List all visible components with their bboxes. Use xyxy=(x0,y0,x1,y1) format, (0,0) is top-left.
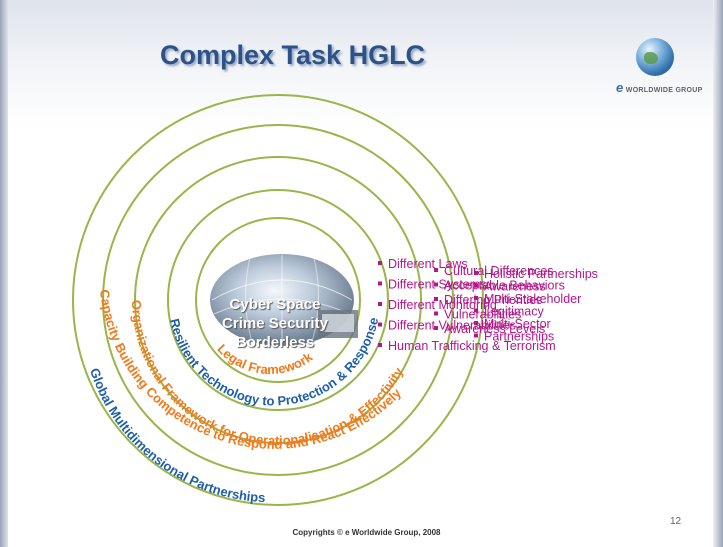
bullet-col1-bullet-marker xyxy=(378,343,382,347)
bullet-col1-item: Different Laws xyxy=(388,257,468,271)
bullet-col3-item: Legitimacy xyxy=(484,305,544,319)
ring-5 xyxy=(72,94,484,506)
ring-2 xyxy=(167,189,389,411)
globe-logo-icon xyxy=(636,38,674,76)
center-line-2: Crime Security xyxy=(222,315,328,332)
page-number: 12 xyxy=(670,516,682,527)
bullet-col2-item: Cultural Differences xyxy=(444,264,554,278)
bullet-col3-bullet-marker xyxy=(474,271,478,275)
bullet-col2-bullet-marker xyxy=(434,311,438,316)
center-text: Cyber Space Crime Security Borderless xyxy=(200,295,350,352)
bullet-col2-item: Acceptable Behaviors xyxy=(444,279,565,293)
company-logo: e WORLDWIDE GROUP xyxy=(612,38,718,95)
bullet-col2-item: Awareness Levels xyxy=(444,322,545,336)
center-line-3: Borderless xyxy=(235,334,315,351)
bullet-col3-item: Holistic Partnerships xyxy=(484,267,598,281)
bullet-col3-item: Partnerships xyxy=(484,330,554,344)
bullet-col2-bullet-marker xyxy=(434,297,438,301)
bullet-col3-item: Multi-Sector xyxy=(484,317,551,331)
bullet-col2-bullet-marker xyxy=(434,282,438,287)
bullet-col1-item: Different Vulnerabilities xyxy=(388,319,516,333)
bullet-col1-bullet-marker xyxy=(378,302,382,306)
globe-image xyxy=(210,254,358,346)
bullet-col1-bullet-marker xyxy=(378,261,382,265)
slide-title: Complex Task HGLC xyxy=(160,40,426,70)
bullet-col3-bullet-marker xyxy=(474,296,478,300)
slide-right-edge xyxy=(713,0,723,547)
bullet-col2-bullet-marker xyxy=(434,268,438,272)
bullet-col1-item: Human Trafficking & Terrorism xyxy=(388,339,556,353)
slide-left-edge xyxy=(0,0,8,547)
bullet-col3-item: Multi-Stakeholder xyxy=(484,292,581,306)
bullet-col2-item: Vulnerabilities xyxy=(444,308,521,322)
bullet-col3-bullet-marker xyxy=(474,321,478,325)
bullet-col3-bullet-marker xyxy=(474,333,478,338)
bullet-col3-bullet-marker xyxy=(474,308,478,313)
footer-copyright: Copyrights © e Worldwide Group, 2008 xyxy=(292,528,441,537)
bullet-col3-bullet-marker xyxy=(474,283,478,288)
center-line-1: Cyber Space xyxy=(229,296,321,313)
bullet-col1-item: Different Monitoring xyxy=(388,298,497,312)
concentric-rings xyxy=(72,94,484,506)
bullet-col3-item: Awareness xyxy=(484,280,546,294)
ring-4 xyxy=(102,124,454,476)
ring-3 xyxy=(134,156,422,444)
logo-text: e WORLDWIDE GROUP xyxy=(616,80,703,95)
bullet-col1-bullet-marker xyxy=(378,281,382,286)
bullet-col1-bullet-marker xyxy=(378,322,382,327)
ring-1 xyxy=(195,217,361,383)
bullet-col2-bullet-marker xyxy=(434,326,438,330)
bullet-col2-item: Differing Priorities xyxy=(444,293,542,307)
